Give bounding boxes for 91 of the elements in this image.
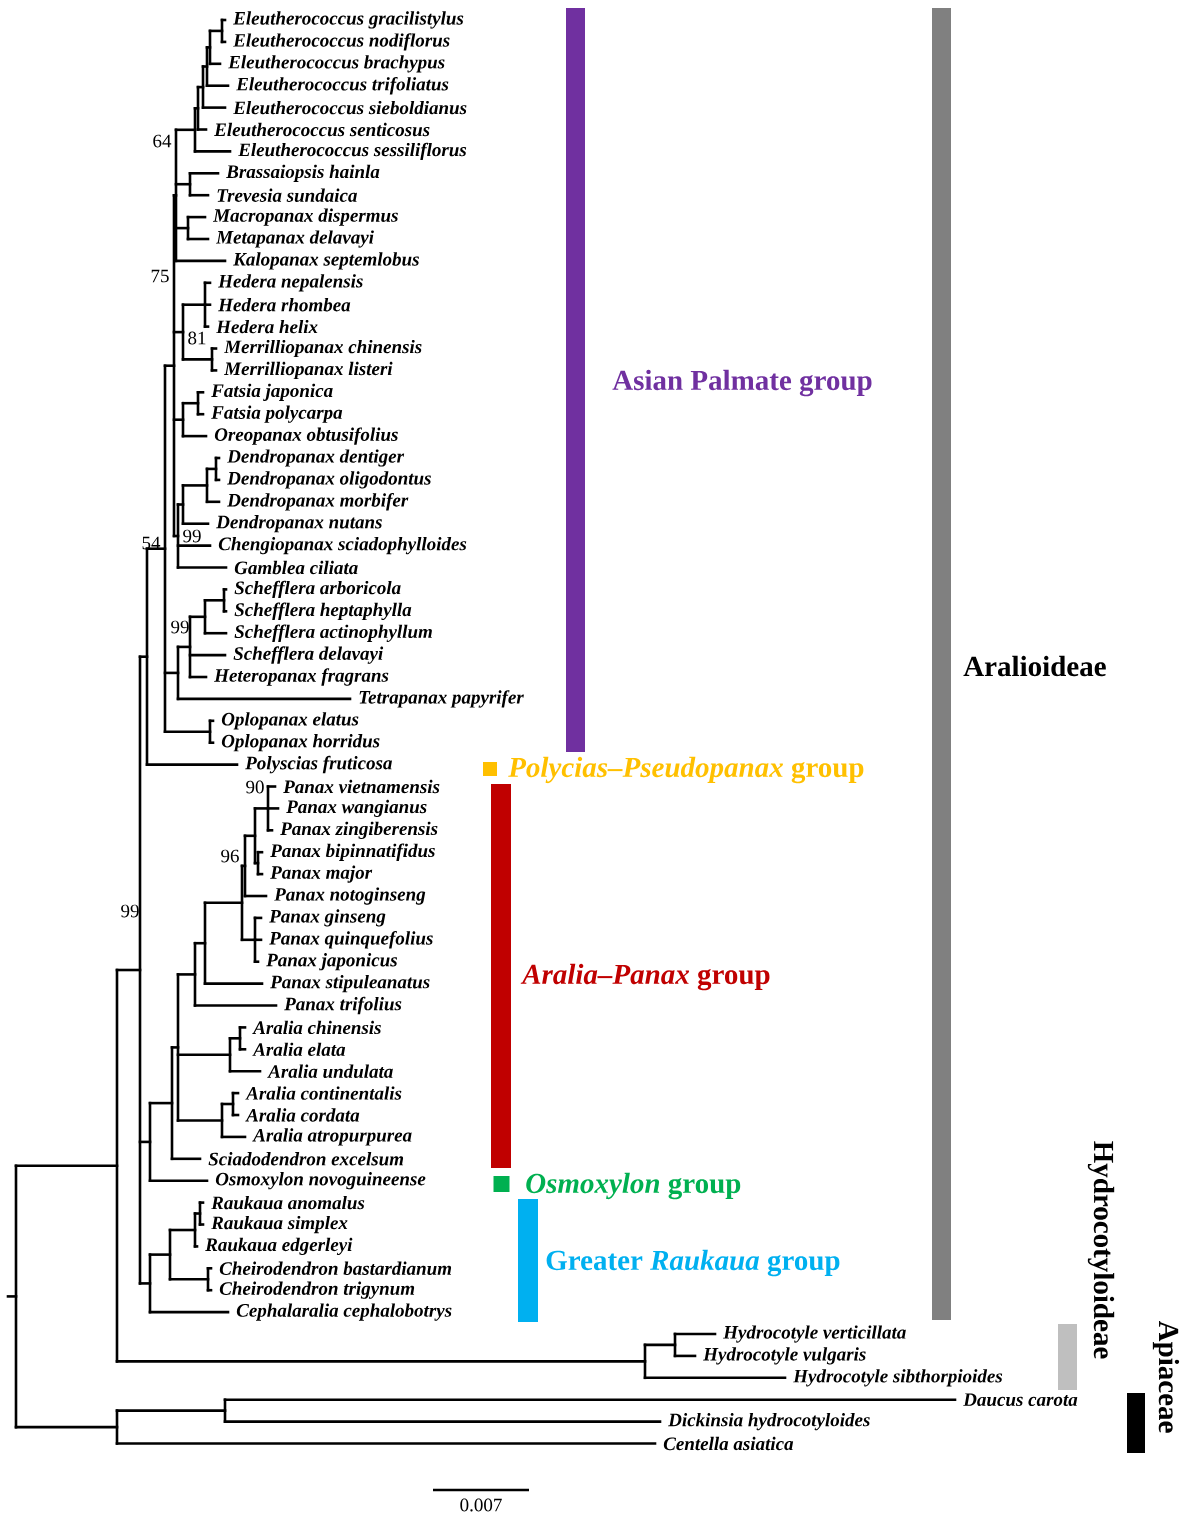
bootstrap-value: 99 [171, 620, 189, 634]
taxon-label: Heteropanax fragrans [214, 668, 389, 686]
taxon-label: Panax vietnamensis [283, 779, 440, 794]
taxon-label: Chengiopanax sciadophylloides [218, 537, 467, 555]
taxon-label: Panax major [270, 865, 373, 883]
taxon-label: Eleutherococcus sieboldianus [233, 100, 467, 115]
taxon-label: Dickinsia hydrocotyloides [668, 1413, 870, 1431]
taxon-label: Hydrocotyle verticillata [723, 1325, 906, 1343]
taxon-label: Dendropanax dentiger [227, 449, 405, 467]
bootstrap-value: 99 [121, 904, 139, 918]
taxon-label: Dendropanax morbifer [227, 493, 409, 511]
clade-bar [491, 784, 511, 1168]
taxon-label: Osmoxylon novoguineense [215, 1172, 426, 1190]
taxon-label: Schefflera heptaphylla [234, 602, 412, 621]
bootstrap-value: 90 [246, 780, 264, 794]
taxon-label: Panax stipuleanatus [270, 975, 430, 993]
taxon-label: Polyscias fruticosa [245, 755, 392, 774]
taxon-label: Metapanax delavayi [215, 230, 374, 248]
clade-marker [493, 1176, 510, 1192]
taxon-label: Fatsia polycarpa [211, 405, 343, 423]
taxon-label: Trevesia sundaica [217, 188, 357, 202]
taxon-label: Kalopanax septemlobus [233, 252, 419, 270]
taxon-label: Raukaua simplex [211, 1215, 348, 1234]
clade-marker [483, 762, 497, 776]
taxon-label: Cheirodendron trigynum [219, 1281, 415, 1299]
taxon-label: Aralia elata [252, 1042, 346, 1056]
taxon-label: Eleutherococcus gracilistylus [233, 11, 464, 29]
taxon-label: Sciadodendron excelsum [208, 1152, 404, 1166]
taxon-label: Dendropanax nutans [216, 515, 382, 533]
taxon-label: Eleutherococcus senticosus [214, 122, 430, 137]
taxon-label: Aralia undulata [267, 1064, 393, 1078]
taxon-label: Tetrapanax papyrifer [359, 690, 524, 708]
taxon-label: Cephalaralia cephalobotrys [236, 1303, 452, 1321]
taxon-label: Oreopanax obtusifolius [214, 427, 398, 445]
clade-label: Greater Raukaua group [546, 1249, 840, 1277]
bootstrap-value: 64 [153, 134, 172, 148]
taxon-label: Macropanax dispermus [212, 208, 398, 226]
taxon-label: Fatsia japonica [211, 383, 333, 401]
taxon-label: Centella asiatica [663, 1436, 794, 1451]
taxon-label: Eleutherococcus sessiliflorus [238, 142, 467, 161]
taxon-label: Schefflera actinophyllum [234, 624, 432, 642]
taxon-label: Panax japonicus [266, 953, 398, 971]
taxon-label: Cheirodendron bastardianum [219, 1261, 452, 1275]
taxon-label: Aralia chinensis [252, 1020, 381, 1035]
taxon-label: Hedera rhombea [218, 298, 351, 312]
taxon-label: Eleutherococcus nodiflorus [233, 33, 450, 51]
bootstrap-value: 81 [188, 331, 206, 345]
taxon-label: Hedera helix [216, 319, 318, 334]
taxon-label: Aralia atropurpurea [252, 1128, 412, 1146]
bootstrap-value: 99 [183, 529, 201, 543]
clade-label: Aralia–Panax group [520, 963, 770, 991]
taxon-label: Oplopanax elatus [221, 712, 359, 730]
taxon-label: Panax ginseng [269, 909, 386, 927]
taxon-label: Merrilliopanax chinensis [223, 339, 422, 358]
taxon-label: Daucus carota [963, 1393, 1078, 1407]
clade-bar [1058, 1324, 1077, 1390]
taxon-label: Raukaua anomalus [211, 1195, 365, 1210]
taxon-label: Eleutherococcus brachypus [228, 55, 445, 73]
taxon-label: Panax zingiberensis [280, 821, 438, 839]
taxon-label: Panax wangianus [286, 799, 427, 818]
clade-label: Asian Palmate group [612, 369, 872, 397]
taxon-label: Gamblea ciliata [234, 560, 358, 575]
taxon-label: Hydrocotyle vulgaris [703, 1347, 866, 1365]
taxon-label: Eleutherococcus trifoliatus [236, 77, 449, 95]
clade-label: Polycias–Pseudopanax group [508, 756, 864, 784]
clade-label: Osmoxylon group [526, 1172, 741, 1200]
taxon-label: Panax bipinnatifidus [270, 843, 435, 861]
clade-label: Aralioideae [963, 655, 1106, 677]
taxon-label: Merrilliopanax listeri [223, 361, 393, 379]
clade-label: Hydrocotyloideae [1087, 1141, 1115, 1359]
taxon-label: Aralia continentalis [245, 1086, 402, 1100]
scale-label: 0.007 [460, 1498, 502, 1512]
taxon-label: Schefflera arboricola [234, 580, 401, 599]
taxon-label: Dendropanax oligodontus [227, 471, 431, 489]
clade-bar [1127, 1393, 1145, 1453]
taxon-label: Schefflera delavayi [233, 646, 384, 664]
taxon-label: Brassaiopsis hainla [226, 164, 380, 182]
clade-label: Apiaceae [1152, 1320, 1180, 1433]
clade-bar [932, 8, 951, 1320]
clade-bar [518, 1199, 538, 1322]
taxon-label: Raukaua edgerleyi [205, 1237, 353, 1256]
clade-bar [566, 8, 585, 752]
taxon-label: Aralia cordata [245, 1108, 360, 1122]
taxon-label: Panax quinquefolius [269, 931, 433, 949]
taxon-label: Panax trifolius [284, 996, 402, 1015]
taxon-label: Panax notoginseng [274, 887, 426, 905]
taxon-label: Oplopanax horridus [221, 734, 380, 752]
bootstrap-value: 96 [221, 849, 239, 863]
bootstrap-value: 75 [151, 269, 169, 283]
taxon-label: Hedera nepalensis [218, 274, 363, 292]
taxon-label: Hydrocotyle sibthorpioides [793, 1369, 1003, 1387]
